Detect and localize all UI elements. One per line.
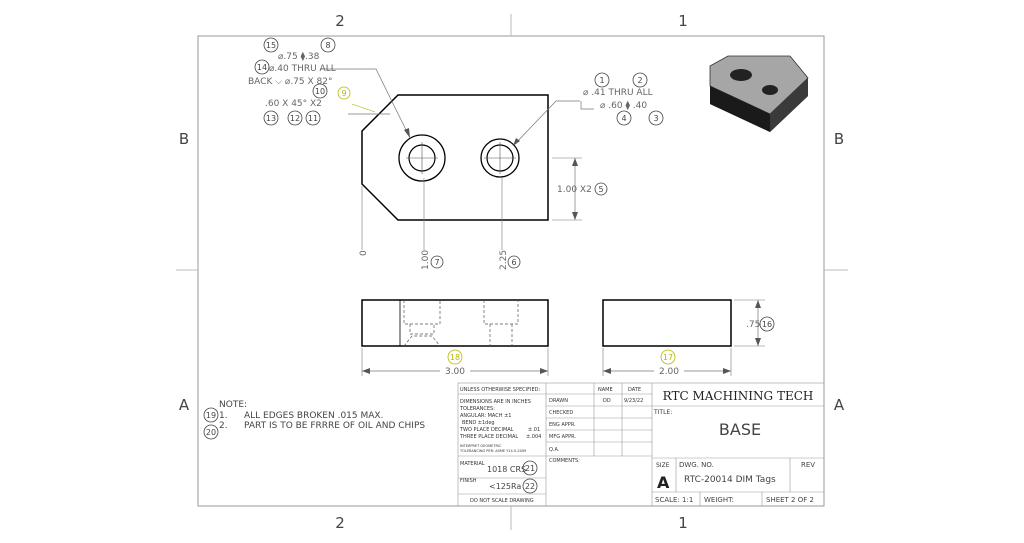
tb-three-val: ±.004 (526, 434, 541, 440)
tb-mfg: MFG APPR. (549, 434, 576, 440)
zone-left-a: A (179, 396, 190, 414)
balloon-1: 1 (599, 76, 604, 85)
tb-qa: Q.A. (549, 447, 560, 453)
balloon-12: 12 (290, 114, 300, 123)
hole-right-cbore (480, 138, 520, 178)
zone-top-2: 2 (335, 12, 345, 30)
notes: NOTE: 19 1. ALL EDGES BROKEN .015 MAX. 2… (203, 400, 425, 440)
tb-scale: SCALE: 1:1 (655, 496, 693, 504)
callout-1-text: ⌀ .41 THRU ALL (583, 88, 653, 98)
balloon-8: 8 (325, 41, 330, 50)
tb-size-label: SIZE (656, 462, 670, 469)
note-2: PART IS TO BE FRRRE OF OIL AND CHIPS (244, 421, 425, 431)
dim-zero: 0 (359, 250, 369, 256)
balloon-16: 16 (762, 320, 772, 329)
tb-finish-label: FINISH (460, 478, 477, 484)
balloon-7: 7 (434, 258, 439, 267)
tb-material-label: MATERIAL (460, 461, 485, 467)
dim-1-00-x2: 1.00 X2 (557, 185, 592, 195)
title-block (457, 382, 825, 507)
tb-do-not-scale: DO NOT SCALE DRAWING (470, 498, 534, 504)
balloon-15: 15 (266, 41, 276, 50)
balloon-18: 18 (450, 353, 460, 362)
note-1-num: 1. (219, 411, 228, 421)
tb-rev-label: REV (801, 461, 815, 469)
callout-14-text: ⌀.40 THRU ALL (269, 64, 336, 74)
balloon-20: 20 (206, 428, 216, 437)
dim-1-00: 1.00 (421, 250, 431, 270)
callout-back-text: BACK ⌵ ⌀.75 X 82° (248, 77, 332, 87)
tb-comments: COMMENTS: (549, 458, 580, 464)
zone-top-1: 1 (678, 12, 688, 30)
zone-right-b: B (834, 130, 844, 148)
part-outline (361, 94, 549, 221)
callout-left-hole: 15 8 ⌀.75 ⧫.38 14 ⌀.40 THRU ALL BACK ⌵ ⌀… (248, 37, 351, 126)
balloon-4: 4 (621, 114, 626, 123)
tb-two-val: ±.01 (528, 427, 540, 433)
tb-title: BASE (719, 420, 761, 439)
tb-sheet: SHEET 2 OF 2 (766, 496, 814, 504)
callout-15-text: ⌀.75 ⧫.38 (278, 51, 320, 62)
callout-2-text: ⌀ .60 ⧫ .40 (600, 100, 647, 111)
tb-dwg-label: DWG. NO. (679, 461, 714, 469)
tb-name-hdr: NAME (598, 387, 613, 393)
dim-2-25: 2.25 (499, 250, 509, 270)
tb-two-place: TWO PLACE DECIMAL (459, 427, 514, 433)
tb-dwg-no: RTC-20014 DIM Tags (684, 475, 776, 485)
tb-drawn: DRAWN (549, 398, 568, 404)
balloon-5: 5 (598, 185, 603, 194)
balloon-13: 13 (266, 114, 276, 123)
tb-drawn-date: 9/23/22 (624, 398, 643, 404)
note-2-num: 2. (219, 421, 228, 431)
tb-bend: BEND ±1deg (462, 420, 495, 426)
tb-eng: ENG APPR. (549, 422, 576, 428)
tb-dims: DIMENSIONS ARE IN INCHES (460, 399, 531, 405)
tb-unless: UNLESS OTHERWISE SPECIFIED: (460, 387, 540, 393)
notes-heading: NOTE: (219, 400, 247, 410)
front-view (320, 68, 582, 250)
callout-right-hole: 1 2 ⌀ .41 THRU ALL ⌀ .60 ⧫ .40 4 3 (580, 72, 664, 126)
dim-3-00: 3.00 (445, 367, 465, 377)
tb-date-hdr: DATE (628, 387, 641, 393)
side-view-right (602, 299, 765, 376)
dim-2-00: 2.00 (659, 367, 679, 377)
balloon-6: 6 (511, 258, 516, 267)
zone-bottom-1: 1 (678, 514, 688, 532)
hole-left-cbore (398, 134, 446, 182)
dim-0-75: .75 (746, 320, 760, 330)
side-view-left (361, 299, 549, 376)
balloon-17: 17 (663, 353, 673, 362)
isometric-view (709, 55, 809, 132)
tb-tol: TOLERANCES: (459, 406, 495, 412)
balloon-22: 22 (525, 482, 535, 491)
balloon-2: 2 (637, 76, 642, 85)
tb-company: RTC MACHINING TECH (663, 389, 814, 403)
balloon-10: 10 (315, 87, 325, 96)
tb-three-place: THREE PLACE DECIMAL (459, 434, 518, 440)
balloon-19: 19 (206, 411, 216, 420)
callout-chamfer: .60 X 45° X2 (265, 99, 322, 109)
tb-weight: WEIGHT: (704, 496, 734, 504)
note-1: ALL EDGES BROKEN .015 MAX. (244, 411, 383, 421)
tb-checked: CHECKED (549, 410, 573, 416)
balloon-21: 21 (525, 464, 535, 473)
balloon-3: 3 (653, 114, 658, 123)
tb-interpret2: TOLERANCING PER: ASME Y14.5-2009 (459, 449, 526, 453)
tb-finish: <125Ra (489, 482, 521, 491)
tb-interpret1: INTERPRET GEOMETRIC (460, 444, 502, 448)
zone-right-a: A (834, 396, 845, 414)
tb-title-label: TITLE: (653, 409, 672, 416)
zone-left-b: B (179, 130, 189, 148)
zone-bottom-2: 2 (335, 514, 345, 532)
balloon-11: 11 (308, 114, 318, 123)
balloon-14: 14 (257, 63, 267, 72)
tb-material: 1018 CRS (487, 465, 526, 474)
balloon-9: 9 (341, 89, 346, 98)
tb-drawn-name: DD (603, 398, 611, 404)
tb-ang: ANGULAR: MACH ±1 (460, 413, 511, 419)
tb-size: A (657, 473, 670, 492)
